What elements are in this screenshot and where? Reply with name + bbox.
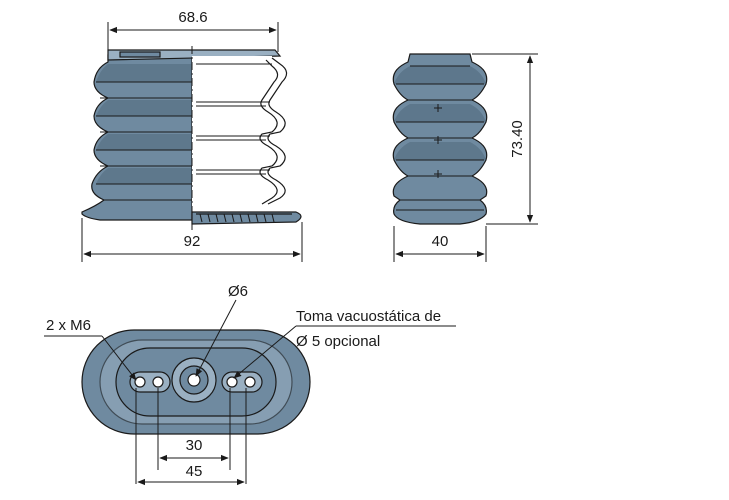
front-bellows-exterior [81,54,193,221]
dimension-side-width: 40 [393,226,487,262]
dimension-label-pitch-outer: 45 [186,463,203,480]
label-vacuum-port-line2: Ø 5 opcional [296,333,380,350]
label-vacuum-port-line1: Toma vacuostática de [296,308,441,325]
bottom-view-oval [81,329,311,435]
front-view-bellows [81,46,302,232]
side-bellows-body [392,53,488,225]
dimension-bottom-pitch: 30 45 [135,388,247,486]
leader-threads: 2 x M6 [44,317,137,381]
dimension-label-side-width: 40 [432,233,449,250]
dimension-label-top-width: 68.6 [178,9,207,26]
dimension-label-base-width: 92 [184,233,201,250]
dimension-label-pitch-inner: 30 [186,437,203,454]
leader-vacuum-port: Toma vacuostática de Ø 5 opcional [233,308,456,379]
side-view-bellows [392,53,488,225]
dimension-top-width: 68.6 [107,9,279,52]
leader-center-hole: Ø6 [195,283,248,377]
front-section-wall [267,57,288,205]
dimension-base-width: 92 [81,218,303,262]
label-center-hole: Ø6 [228,283,248,300]
center-hole [187,373,201,387]
dimension-side-height: 73.40 [472,53,538,225]
dimension-label-side-height: 73.40 [509,120,526,158]
label-threads: 2 x M6 [46,317,91,334]
